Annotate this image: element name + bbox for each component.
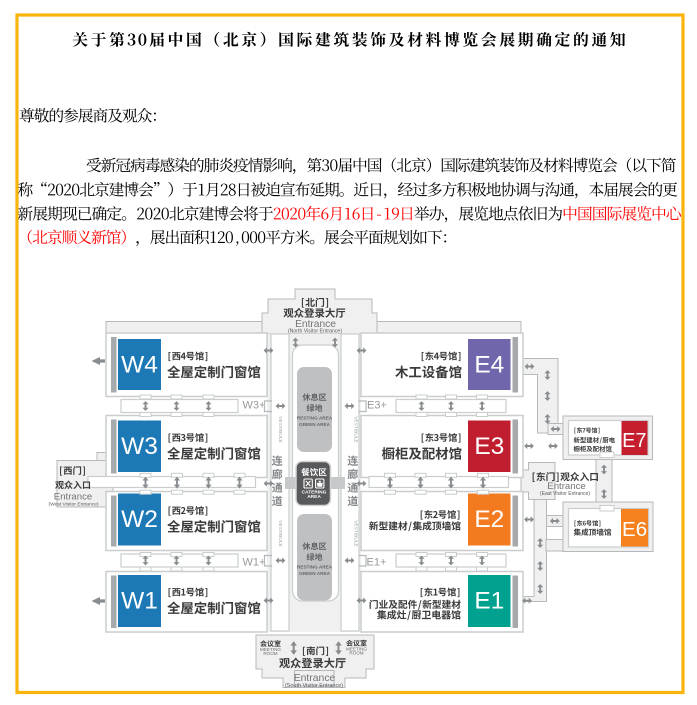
svg-text:E1+: E1+: [367, 557, 387, 569]
svg-text:VESTIBULE: VESTIBULE: [277, 520, 283, 546]
svg-text:E3+: E3+: [367, 400, 387, 412]
svg-text:E3: E3: [474, 433, 504, 460]
svg-text:RESTING AREA: RESTING AREA: [297, 415, 333, 420]
svg-text:E7: E7: [622, 430, 646, 452]
svg-text:W4: W4: [121, 352, 158, 379]
svg-text:AREA: AREA: [307, 494, 321, 500]
svg-text:W3+: W3+: [243, 400, 266, 412]
svg-text:(West Visitor Entrance): (West Visitor Entrance): [48, 502, 98, 508]
svg-text:Entrance: Entrance: [547, 481, 585, 492]
svg-text:ROOM: ROOM: [263, 651, 277, 656]
svg-text:E4: E4: [474, 352, 504, 379]
svg-text:E2: E2: [474, 506, 504, 533]
svg-text:W1: W1: [121, 588, 158, 615]
svg-text:(North Visitor Entrance): (North Visitor Entrance): [288, 329, 342, 335]
svg-text:W3: W3: [121, 433, 158, 460]
svg-text:E6: E6: [622, 518, 647, 541]
svg-text:ROOM: ROOM: [349, 650, 363, 655]
svg-text:(East Visitor Entrance): (East Visitor Entrance): [540, 491, 590, 497]
svg-text:MEETING: MEETING: [346, 646, 367, 651]
svg-text:W2: W2: [121, 506, 158, 533]
svg-text:RESTING AREA: RESTING AREA: [297, 564, 333, 569]
svg-text:Entrance: Entrance: [295, 319, 336, 330]
svg-text:GREEN AREA: GREEN AREA: [299, 571, 331, 576]
svg-text:E1: E1: [474, 588, 504, 615]
svg-text:MEETING: MEETING: [260, 647, 281, 652]
svg-text:Entrance: Entrance: [54, 492, 92, 503]
svg-text:GREEN AREA: GREEN AREA: [299, 422, 331, 427]
svg-text:CATERING: CATERING: [302, 489, 327, 495]
svg-text:VESTIBULE: VESTIBULE: [353, 416, 359, 442]
svg-text:VESTIBULE: VESTIBULE: [277, 416, 283, 442]
svg-text:VESTIBULE: VESTIBULE: [353, 520, 359, 546]
svg-text:W1+: W1+: [243, 557, 266, 569]
svg-text:Entrance: Entrance: [294, 673, 336, 684]
svg-text:(South Visitor Entrance): (South Visitor Entrance): [285, 683, 343, 689]
